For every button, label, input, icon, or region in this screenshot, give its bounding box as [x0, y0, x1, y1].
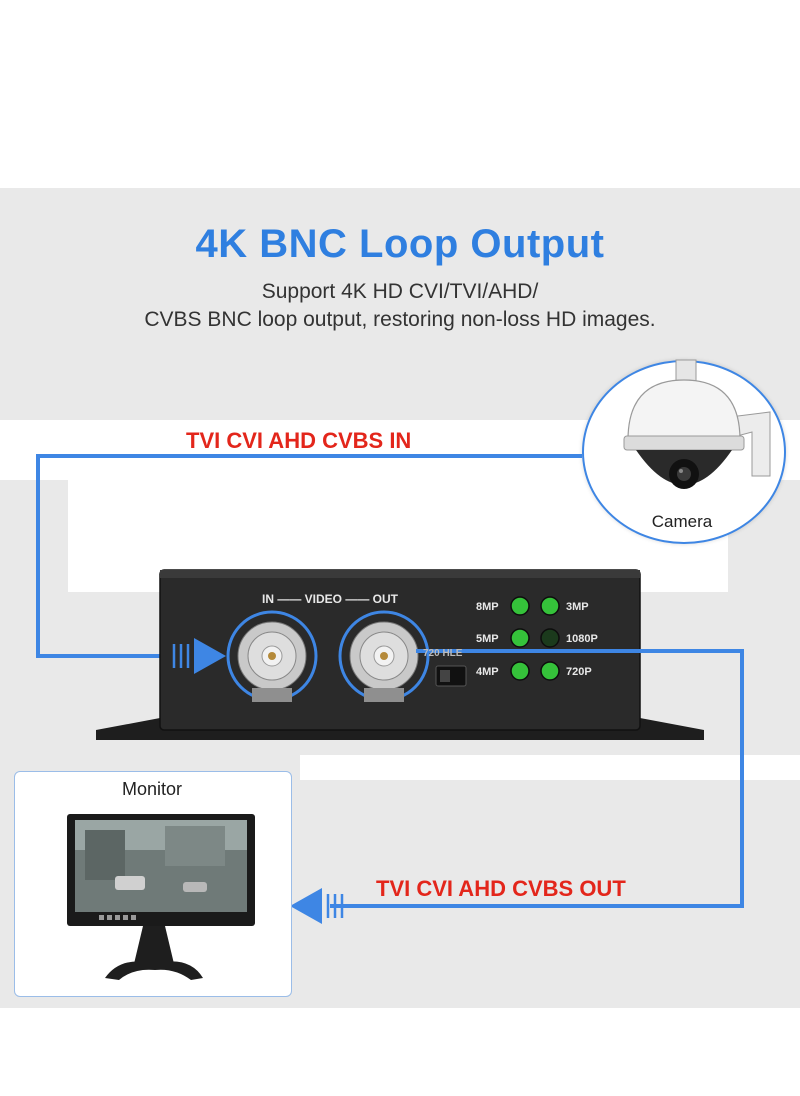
input-arrow-icon [172, 638, 226, 674]
led-8mp [510, 596, 530, 616]
input-signal-label: TVI CVI AHD CVBS IN [186, 428, 412, 453]
monitor-icon [67, 814, 255, 980]
subtitle-line-2: CVBS BNC loop output, restoring non-loss… [144, 308, 656, 331]
led-1080p [540, 628, 560, 648]
page-title: 4K BNC Loop Output [195, 222, 605, 266]
led-4mp [510, 661, 530, 681]
subtitle-line-1: Support 4K HD CVI/TVI/AHD/ [261, 280, 539, 303]
monitor-callout [14, 771, 292, 997]
led-720p [540, 661, 560, 681]
output-signal-label: TVI CVI AHD CVBS OUT [376, 876, 626, 901]
bnc-out-connector [338, 610, 430, 702]
output-arrow-icon [290, 888, 344, 924]
monitor-label: Monitor [121, 779, 183, 799]
bnc-in-connector [226, 610, 318, 702]
camera-label: Camera [651, 512, 713, 531]
led-label-1080p: 1080P [566, 633, 598, 645]
bnc-loop-device [96, 569, 704, 740]
camera-icon [623, 359, 771, 489]
led-label-4mp: 4MP [476, 666, 499, 678]
white-band-bottom [300, 755, 800, 780]
switch-label: 720 HLE [423, 648, 463, 659]
led-3mp [540, 596, 560, 616]
port-header-label: IN —— VIDEO —— OUT [262, 592, 399, 606]
led-label-720p: 720P [566, 666, 592, 678]
led-5mp [510, 628, 530, 648]
led-label-5mp: 5MP [476, 633, 499, 645]
led-label-3mp: 3MP [566, 601, 589, 613]
input-signal-line [36, 454, 582, 658]
led-label-8mp: 8MP [476, 601, 499, 613]
led-indicators [510, 596, 560, 681]
output-signal-line [330, 649, 744, 908]
